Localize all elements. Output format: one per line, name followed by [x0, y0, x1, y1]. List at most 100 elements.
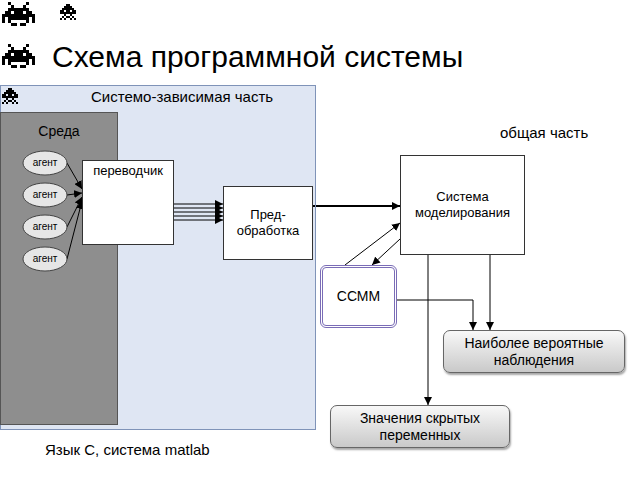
- invader-pixel: [5, 56, 8, 59]
- invader-pixel: [8, 92, 10, 94]
- invader-pixel: [20, 56, 23, 59]
- invader-pixel: [8, 56, 11, 59]
- invader-pixel: [8, 100, 10, 102]
- agent-ellipse: агент: [22, 150, 68, 176]
- connector-arrow: [174, 220, 223, 221]
- region-heading: Среда: [38, 123, 79, 140]
- invader-pixel: [16, 102, 18, 104]
- invader-pixel: [26, 44, 29, 47]
- invader-icon: [2, 88, 18, 104]
- connector-arrow: [67, 193, 82, 195]
- connector-arrow: [397, 300, 473, 330]
- invader-pixel: [6, 96, 8, 98]
- invader-pixel: [11, 14, 14, 17]
- title: Схема программной системы: [52, 40, 463, 74]
- invader-pixel: [11, 59, 14, 62]
- invader-pixel: [20, 53, 23, 56]
- invader-pixel: [11, 47, 14, 50]
- invader-pixel: [8, 53, 11, 56]
- connector-arrow: [345, 223, 400, 265]
- invader-pixel: [10, 94, 12, 96]
- invader-pixel: [8, 62, 11, 65]
- invader-pixel: [12, 90, 14, 92]
- invader-pixel: [20, 17, 23, 20]
- invader-pixel: [20, 23, 23, 26]
- invader-pixel: [64, 18, 66, 20]
- agent-ellipse: агент: [22, 182, 68, 208]
- invader-pixel: [60, 18, 62, 20]
- invader-pixel: [12, 98, 14, 100]
- invader-pixel: [66, 8, 68, 10]
- invader-pixel: [23, 14, 26, 17]
- output-box: Значения скрытых переменных: [330, 405, 510, 448]
- note-label: общая часть: [500, 124, 588, 141]
- invader-pixel: [5, 11, 8, 14]
- invader-pixel: [68, 4, 70, 6]
- invader-pixel: [64, 8, 66, 10]
- invader-pixel: [74, 10, 76, 12]
- invader-pixel: [12, 96, 14, 98]
- invader-pixel: [62, 12, 64, 14]
- invader-pixel: [4, 96, 6, 98]
- invader-pixel: [26, 56, 29, 59]
- invader-pixel: [17, 17, 20, 20]
- invader-pixel: [70, 6, 72, 8]
- node-label: Пред- обработка: [228, 207, 308, 238]
- invader-pixel: [29, 11, 32, 14]
- invader-pixel: [23, 17, 26, 20]
- invader-pixel: [70, 18, 72, 20]
- invader-pixel: [32, 17, 35, 20]
- invader-pixel: [17, 14, 20, 17]
- invader-pixel: [2, 59, 5, 62]
- invader-pixel: [26, 8, 29, 11]
- invader-pixel: [14, 17, 17, 20]
- invader-pixel: [29, 14, 32, 17]
- invader-pixel: [8, 96, 10, 98]
- invader-pixel: [66, 12, 68, 14]
- invader-pixel: [14, 65, 17, 68]
- invader-pixel: [26, 20, 29, 23]
- invader-pixel: [20, 8, 23, 11]
- invader-pixel: [8, 17, 11, 20]
- connector-arrow: [67, 163, 82, 189]
- model-box: ССММ: [320, 265, 397, 328]
- translator-box: переводчик: [82, 160, 174, 245]
- node-label: переводчик: [93, 163, 163, 179]
- invader-pixel: [62, 16, 64, 18]
- invader-pixel: [14, 11, 17, 14]
- invader-icon: [60, 4, 76, 20]
- connector-arrow: [174, 204, 223, 205]
- invader-pixel: [10, 90, 12, 92]
- invader-pixel: [2, 56, 5, 59]
- node-label: агент: [33, 157, 58, 169]
- invader-pixel: [23, 5, 26, 8]
- invader-pixel: [20, 11, 23, 14]
- node-label: агент: [33, 189, 58, 201]
- invader-pixel: [66, 4, 68, 6]
- invader-pixel: [23, 23, 26, 26]
- invader-pixel: [8, 11, 11, 14]
- invader-pixel: [66, 6, 68, 8]
- invader-pixel: [68, 12, 70, 14]
- invader-pixel: [26, 11, 29, 14]
- invader-pixel: [23, 65, 26, 68]
- invader-pixel: [2, 14, 5, 17]
- invader-pixel: [72, 12, 74, 14]
- invader-pixel: [60, 10, 62, 12]
- invader-pixel: [20, 65, 23, 68]
- invader-pixel: [68, 6, 70, 8]
- invader-pixel: [11, 65, 14, 68]
- process-box: Система моделирования: [400, 155, 525, 255]
- invader-pixel: [70, 14, 72, 16]
- output-box: Наиболее вероятные наблюдения: [443, 330, 625, 373]
- process-box: Пред- обработка: [223, 186, 313, 260]
- ellipse-shape: [23, 247, 67, 271]
- invader-pixel: [72, 16, 74, 18]
- connector-arrow: [372, 239, 400, 265]
- invader-pixel: [26, 62, 29, 65]
- invader-pixel: [23, 47, 26, 50]
- invader-pixel: [68, 16, 70, 18]
- invader-pixel: [8, 14, 11, 17]
- invader-pixel: [11, 50, 14, 53]
